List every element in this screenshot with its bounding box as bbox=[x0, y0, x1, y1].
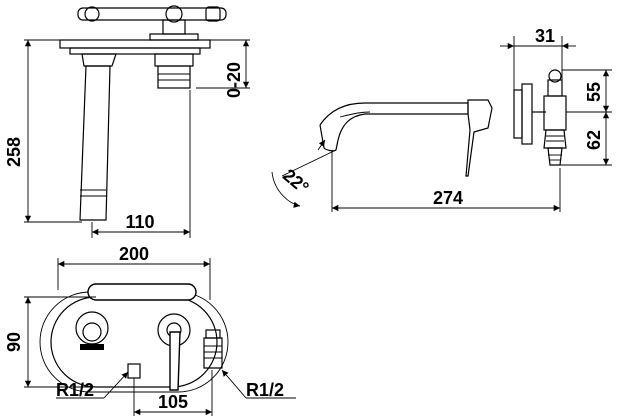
thread-right-label: R1/2 bbox=[246, 380, 284, 400]
spout-angle-label: 22° bbox=[279, 165, 313, 198]
spout-offset-label: 110 bbox=[125, 212, 154, 232]
wall-depth-label: 31 bbox=[535, 26, 555, 46]
upper-height-label: 55 bbox=[584, 82, 604, 102]
side-elevation-view: 31 55 62 274 22° bbox=[271, 26, 612, 212]
plate-width-label: 200 bbox=[119, 244, 149, 264]
plan-view: 200 90 105 R1/2 R1/2 bbox=[4, 244, 296, 416]
spout-length-label: 274 bbox=[433, 188, 463, 208]
inlet-spacing-label: 105 bbox=[158, 392, 188, 412]
thread-left-label: R1/2 bbox=[56, 380, 94, 400]
plate-height-label: 90 bbox=[4, 332, 24, 352]
adjust-range-label: 0-20 bbox=[224, 62, 244, 98]
overall-height-label: 258 bbox=[4, 137, 24, 167]
front-elevation-view: 258 0-20 110 bbox=[4, 5, 250, 238]
lower-height-label: 62 bbox=[584, 130, 604, 150]
